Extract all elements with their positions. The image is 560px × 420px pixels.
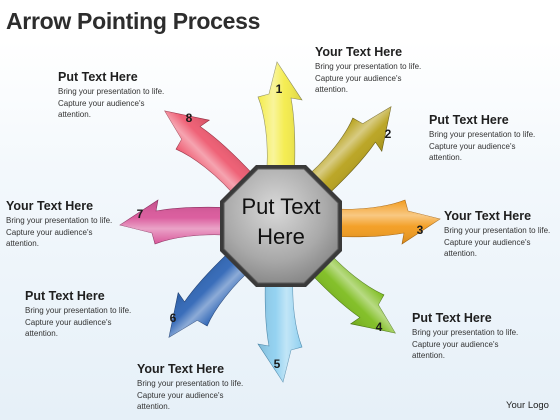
arrow-8-number: 8 — [186, 111, 193, 125]
arrow-1-number: 1 — [276, 82, 283, 96]
text-block-7: Your Text Here Bring your presentation t… — [6, 199, 141, 250]
text-line: Bring your presentation to life. — [58, 87, 165, 96]
text-block-body: Bring your presentation to life. Capture… — [315, 61, 450, 96]
text-block-body: Bring your presentation to life. Capture… — [6, 215, 141, 250]
center-label: Put Text Here — [222, 192, 340, 252]
text-line: attention. — [444, 249, 477, 258]
text-block-1: Your Text Here Bring your presentation t… — [315, 45, 450, 96]
text-line: attention. — [315, 85, 348, 94]
center-label-line1: Put Text — [241, 194, 321, 219]
text-block-heading: Your Text Here — [137, 362, 225, 376]
text-line: Capture your audience's — [6, 227, 93, 237]
text-line: attention. — [429, 153, 462, 162]
text-line: attention. — [6, 239, 39, 248]
text-line: Bring your presentation to life. — [429, 130, 536, 139]
text-block-body: Bring your presentation to life. Capture… — [429, 129, 560, 164]
center-label-line2: Here — [257, 224, 305, 249]
text-block-body: Bring your presentation to life. Capture… — [137, 378, 272, 413]
text-block-body: Bring your presentation to life. Capture… — [25, 305, 160, 340]
text-line: Bring your presentation to life. — [137, 379, 244, 388]
text-line: Capture your audience's — [315, 73, 402, 83]
text-block-3: Your Text Here Bring your presentation t… — [444, 209, 558, 260]
text-block-body: Bring your presentation to life. Capture… — [412, 327, 547, 362]
logo-text: Your Logo — [506, 400, 549, 411]
center-octagon-face — [223, 168, 339, 284]
arrow-2 — [297, 106, 392, 205]
text-line: attention. — [137, 402, 170, 411]
text-block-4: Put Text Here Bring your presentation to… — [412, 311, 547, 362]
arrow-5-number: 5 — [274, 357, 281, 371]
text-line: Bring your presentation to life. — [25, 306, 132, 315]
text-line: Capture your audience's — [412, 339, 499, 349]
arrow-2-number: 2 — [385, 127, 392, 141]
text-line: attention. — [25, 329, 58, 338]
arrow-1 — [257, 61, 303, 183]
text-line: Capture your audience's — [25, 317, 112, 327]
text-line: attention. — [412, 351, 445, 360]
text-block-heading: Your Text Here — [6, 199, 94, 213]
text-block-heading: Put Text Here — [25, 289, 105, 303]
text-block-8: Put Text Here Bring your presentation to… — [58, 70, 193, 121]
text-block-heading: Put Text Here — [429, 113, 509, 127]
arrow-5 — [257, 261, 303, 383]
text-block-6: Put Text Here Bring your presentation to… — [25, 289, 160, 340]
text-block-body: Bring your presentation to life. Capture… — [444, 225, 558, 260]
text-line: Bring your presentation to life. — [6, 216, 113, 225]
text-block-heading: Put Text Here — [412, 311, 492, 325]
arrow-8 — [164, 110, 263, 205]
arrow-7-number: 7 — [137, 207, 144, 221]
text-line: Capture your audience's — [444, 237, 531, 247]
text-line: Capture your audience's — [137, 390, 224, 400]
text-block-heading: Your Text Here — [315, 45, 403, 59]
page-title: Arrow Pointing Process — [6, 8, 261, 34]
arrow-3-number: 3 — [417, 223, 424, 237]
text-block-2: Put Text Here Bring your presentation to… — [429, 113, 560, 164]
text-line: Bring your presentation to life. — [444, 226, 551, 235]
text-line: attention. — [58, 110, 91, 119]
arrow-3 — [319, 199, 441, 245]
text-line: Capture your audience's — [429, 141, 516, 151]
text-line: Bring your presentation to life. — [412, 328, 519, 337]
arrow-7 — [119, 199, 241, 245]
arrow-4-number: 4 — [376, 320, 383, 334]
text-line: Capture your audience's — [58, 98, 145, 108]
text-block-5: Your Text Here Bring your presentation t… — [137, 362, 272, 413]
text-block-heading: Your Text Here — [444, 209, 532, 223]
text-block-heading: Put Text Here — [58, 70, 138, 84]
text-line: Bring your presentation to life. — [315, 62, 422, 71]
text-block-body: Bring your presentation to life. Capture… — [58, 86, 193, 121]
arrow-6-number: 6 — [170, 311, 177, 325]
